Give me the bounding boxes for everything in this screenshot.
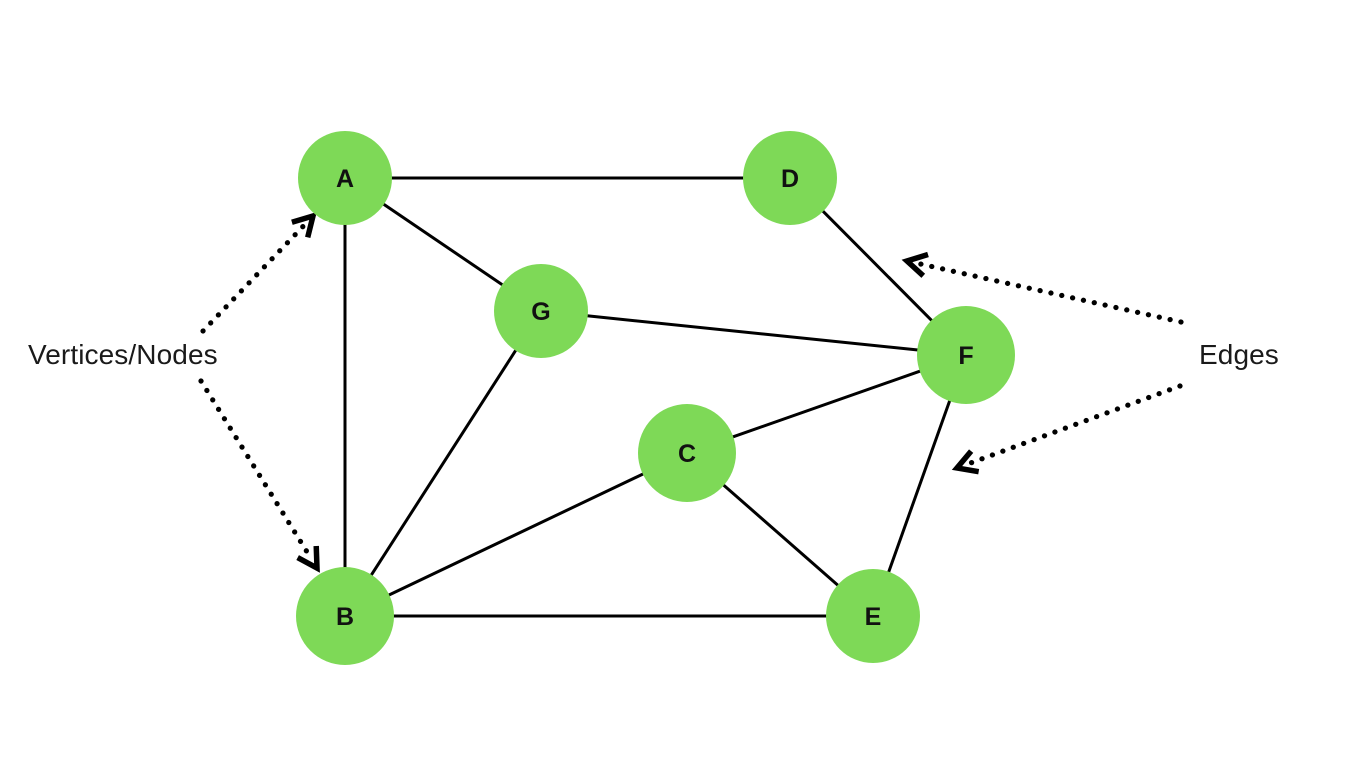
node-label-b: B (336, 603, 354, 631)
annotation-label-vertices-nodes: Vertices/Nodes (28, 339, 218, 370)
vertices-arrow-to-b (198, 378, 320, 573)
node-circle-g[interactable] (494, 264, 588, 358)
node-circle-f[interactable] (917, 306, 1015, 404)
graph-node-e[interactable]: E (826, 569, 920, 663)
graph-node-d[interactable]: D (743, 131, 837, 225)
edges-group (343, 176, 952, 618)
edges-arrow-upper (901, 251, 1184, 325)
vertices-arrow-to-a-shaft (200, 223, 306, 334)
node-label-f: F (958, 342, 973, 370)
edge-f-c (730, 369, 923, 439)
edge-c-b (386, 471, 646, 598)
node-circle-c[interactable] (638, 404, 736, 502)
node-circle-b[interactable] (296, 567, 394, 665)
graph-node-a[interactable]: A (298, 131, 392, 225)
edges-arrow-lower-head (951, 449, 980, 475)
annotation-label-edges: Edges (1199, 339, 1279, 370)
node-label-c: C (678, 440, 696, 468)
edge-g-f (585, 314, 920, 352)
graph-node-g[interactable]: G (494, 264, 588, 358)
graph-node-c[interactable]: C (638, 404, 736, 502)
graph-node-b[interactable]: B (296, 567, 394, 665)
graph-node-f[interactable]: F (917, 306, 1015, 404)
edge-d-f (820, 208, 934, 323)
node-label-a: A (336, 165, 354, 193)
vertices-arrow-to-b-shaft (198, 378, 313, 559)
annotation-arrows-group (198, 212, 1184, 573)
edges-arrow-upper-shaft (918, 261, 1184, 325)
node-circle-e[interactable] (826, 569, 920, 663)
edge-a-g (381, 202, 505, 287)
edges-arrow-upper-head (901, 251, 929, 278)
node-label-e: E (865, 603, 882, 631)
vertices-arrow-to-b-head (296, 545, 320, 573)
edge-f-e (886, 398, 952, 575)
node-label-d: D (781, 165, 799, 193)
edges-arrow-lower (951, 383, 1183, 475)
nodes-group: A D G F C B E (296, 131, 1015, 665)
edge-g-b (369, 348, 518, 578)
edge-c-e (721, 482, 841, 588)
vertices-arrow-to-a (200, 212, 317, 334)
node-circle-d[interactable] (743, 131, 837, 225)
node-label-g: G (531, 298, 550, 326)
vertices-arrow-to-a-head (291, 212, 317, 239)
edges-arrow-lower-shaft (967, 383, 1183, 466)
node-circle-a[interactable] (298, 131, 392, 225)
